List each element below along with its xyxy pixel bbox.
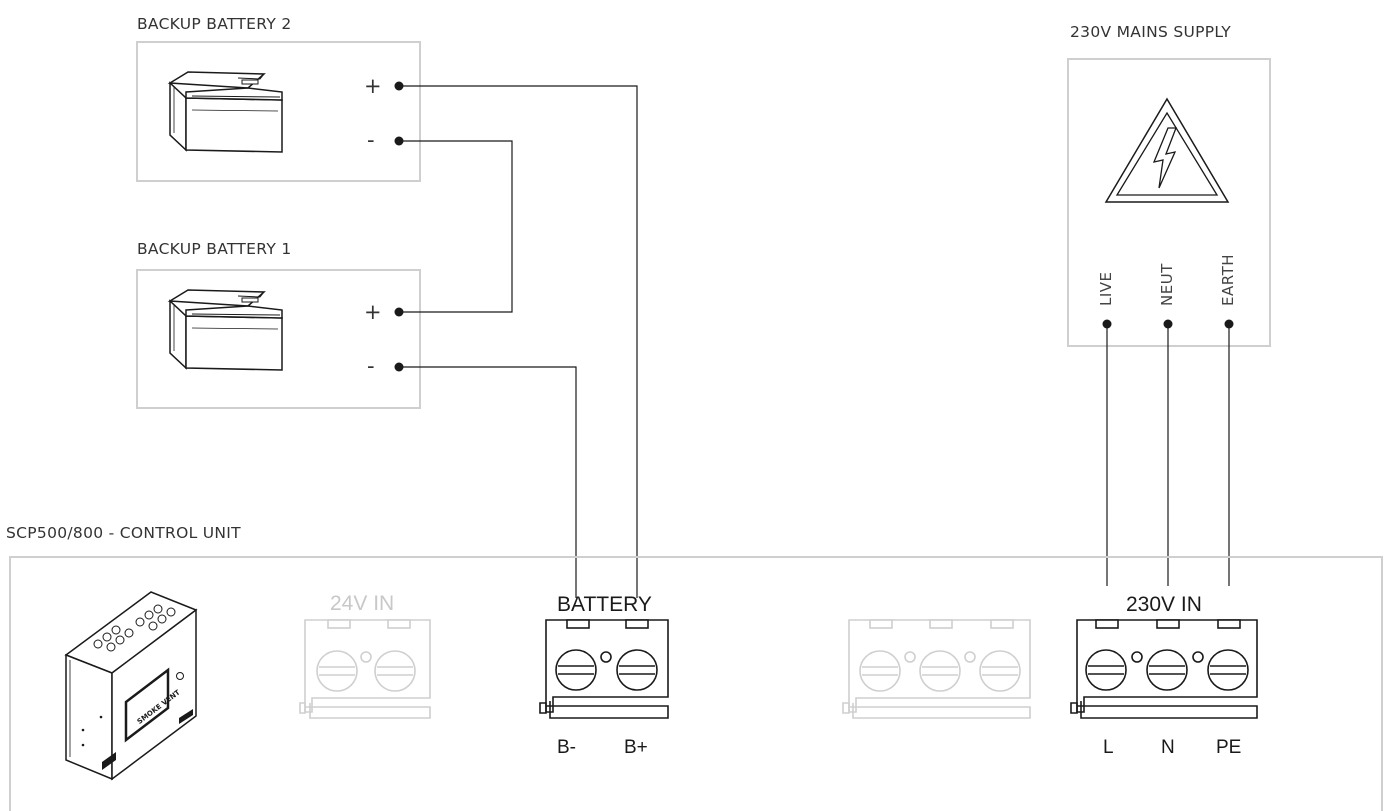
battery-2-title: BACKUP BATTERY 2	[137, 15, 291, 33]
mains-title: 230V MAINS SUPPLY	[1070, 23, 1231, 41]
mains-neut-label: NEUT	[1158, 263, 1176, 306]
battery-2-plus-label: +	[364, 74, 382, 98]
control-unit-box	[9, 556, 1383, 811]
terminal-battery-title: BATTERY	[557, 593, 652, 616]
mains-box	[1067, 58, 1271, 347]
control-unit-device-icon: SMOKE VENT	[64, 591, 198, 781]
pin-n: N	[1161, 737, 1175, 758]
terminal-230v-in: 230V IN L N PE	[1070, 593, 1258, 758]
pin-b-plus: B+	[624, 737, 648, 758]
pin-pe: PE	[1216, 737, 1241, 758]
control-unit-title: SCP500/800 - CONTROL UNIT	[6, 524, 241, 542]
wire-battery2-plus-to-bplus	[399, 85, 638, 598]
pin-l: L	[1103, 737, 1114, 758]
wire-battery2-minus-to-battery1-plus	[399, 140, 513, 313]
terminal-battery: BATTERY B- B+	[539, 593, 669, 758]
battery-2-minus-label: -	[367, 128, 375, 152]
battery-1-minus-label: -	[367, 354, 375, 378]
terminal-24v-in: 24V IN	[299, 592, 431, 719]
battery-1-plus-label: +	[364, 300, 382, 324]
high-voltage-warning-icon	[1104, 97, 1230, 203]
battery-2-box	[136, 41, 421, 182]
battery-1-title: BACKUP BATTERY 1	[137, 240, 291, 258]
battery-2-icon	[169, 71, 283, 153]
battery-1-icon	[169, 289, 283, 371]
terminal-230v-title: 230V IN	[1126, 593, 1202, 616]
terminal-unused-3way	[842, 619, 1031, 719]
pin-b-minus: B-	[557, 737, 576, 758]
terminal-24v-title: 24V IN	[330, 592, 394, 615]
wire-battery1-minus-to-bminus	[399, 366, 577, 598]
mains-earth-label: EARTH	[1219, 254, 1237, 306]
mains-live-label: LIVE	[1097, 271, 1115, 306]
battery-1-box	[136, 269, 421, 409]
